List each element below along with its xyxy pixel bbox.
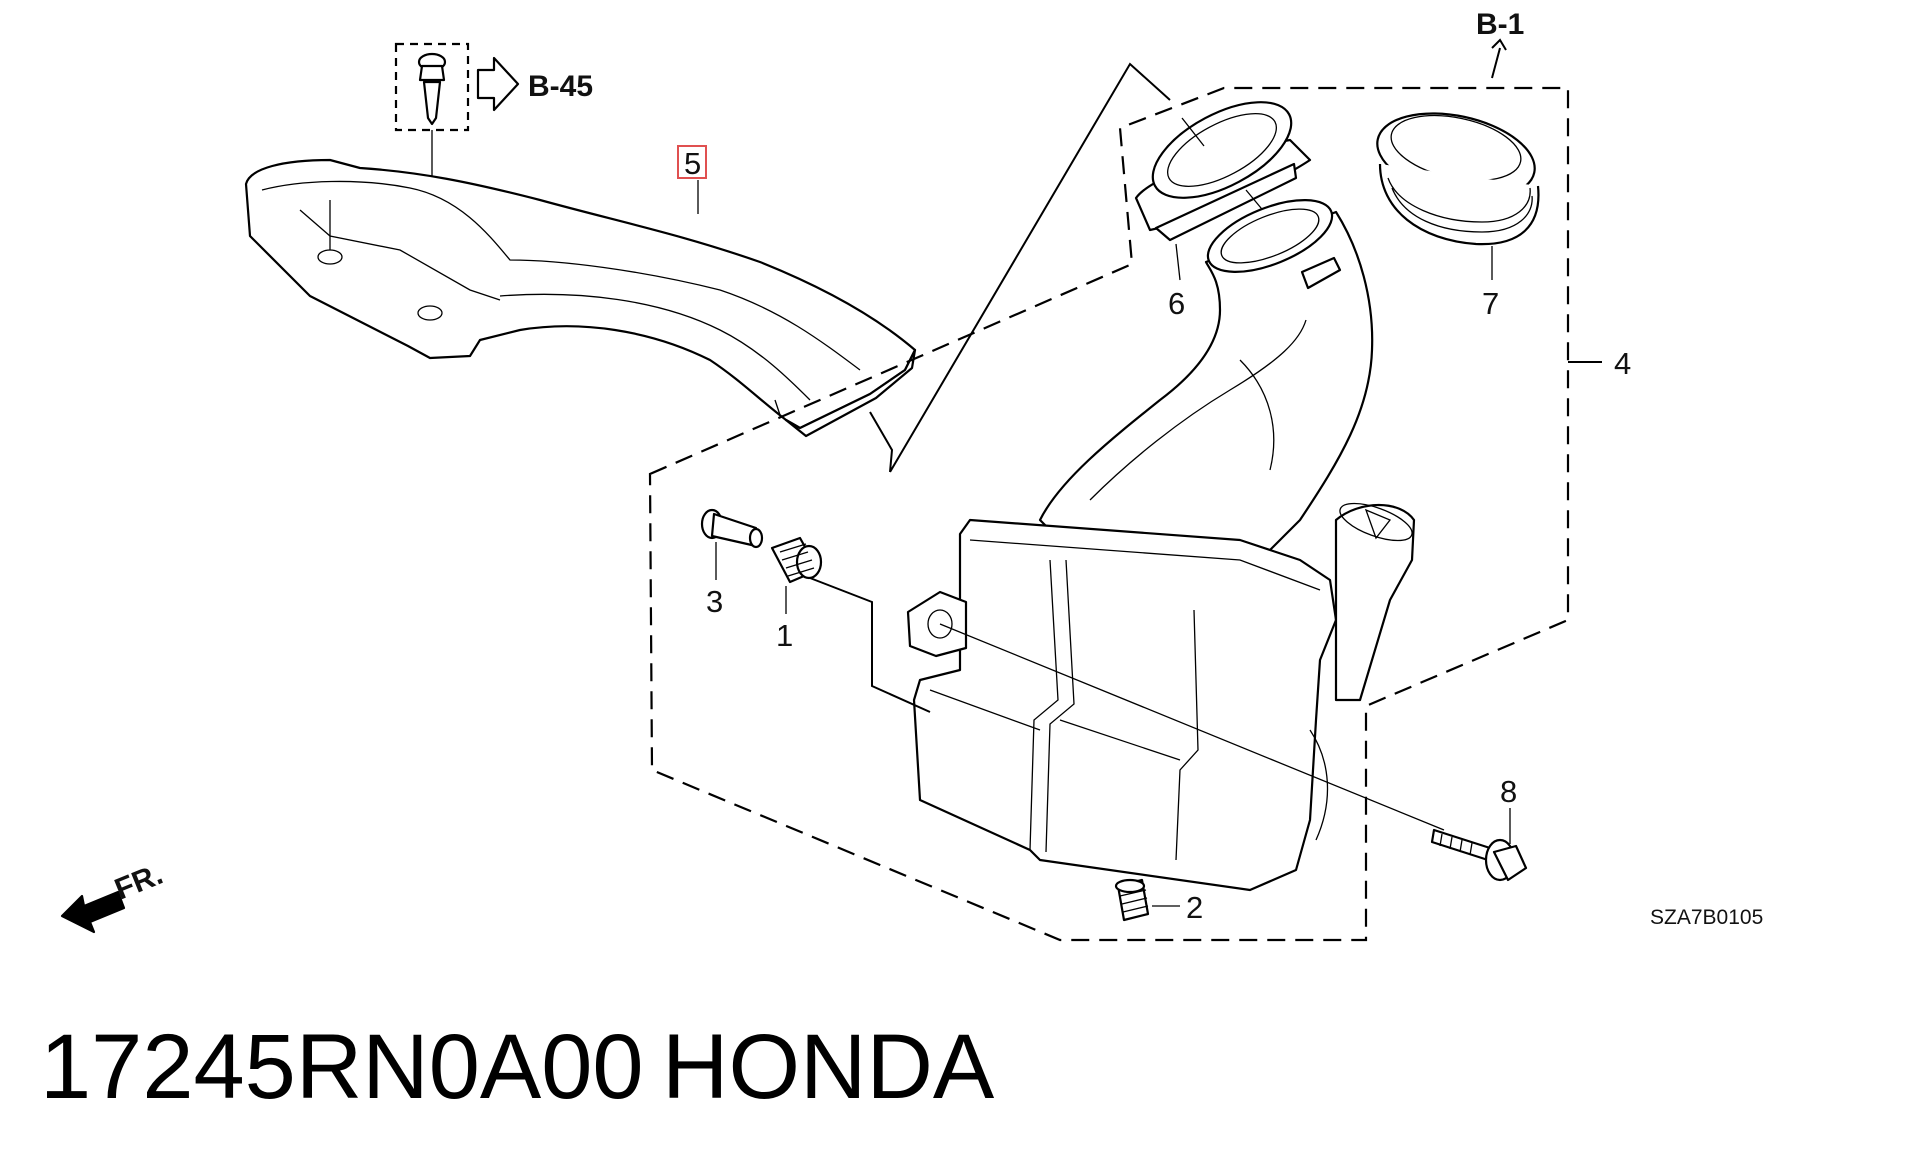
callout-5-highlight [677,145,707,179]
part-number: 17245RN0A00 [40,1016,644,1118]
callout-6[interactable]: 6 [1168,286,1185,321]
grommet-upper [770,536,823,584]
front-direction-arrow [60,890,126,934]
callout-1[interactable]: 1 [776,618,793,653]
mount-bracket-line [809,577,931,713]
callout-4[interactable]: 4 [1614,346,1631,381]
bolt-axis-line [939,623,1445,831]
callout-5[interactable]: 5 [684,146,701,181]
front-marker-label: FR. [110,858,167,907]
reference-b1[interactable]: B-1 [1476,8,1524,41]
grommet-lower [1114,878,1150,922]
air-inlet-duct [244,158,917,438]
assembly-boundary [648,86,1570,942]
callout-6-leader [1175,243,1181,281]
callout-2[interactable]: 2 [1186,890,1203,925]
resonator-chamber [906,199,1416,892]
callout-3[interactable]: 3 [706,584,723,619]
collar-pin [700,508,764,549]
assembly-bracket-line [869,62,1171,473]
reference-b1-arrow [1491,38,1507,79]
callout-8[interactable]: 8 [1500,774,1517,809]
flange-bolt [1430,828,1528,882]
upper-elbow-hose [1134,101,1312,242]
drawing-code: SZA7B0105 [1650,906,1763,929]
brand-name: HONDA [662,1016,995,1118]
reference-b45-arrow [476,56,520,112]
ring-seal [1376,112,1540,246]
callout-7[interactable]: 7 [1482,286,1499,321]
reference-b45[interactable]: B-45 [528,70,593,103]
